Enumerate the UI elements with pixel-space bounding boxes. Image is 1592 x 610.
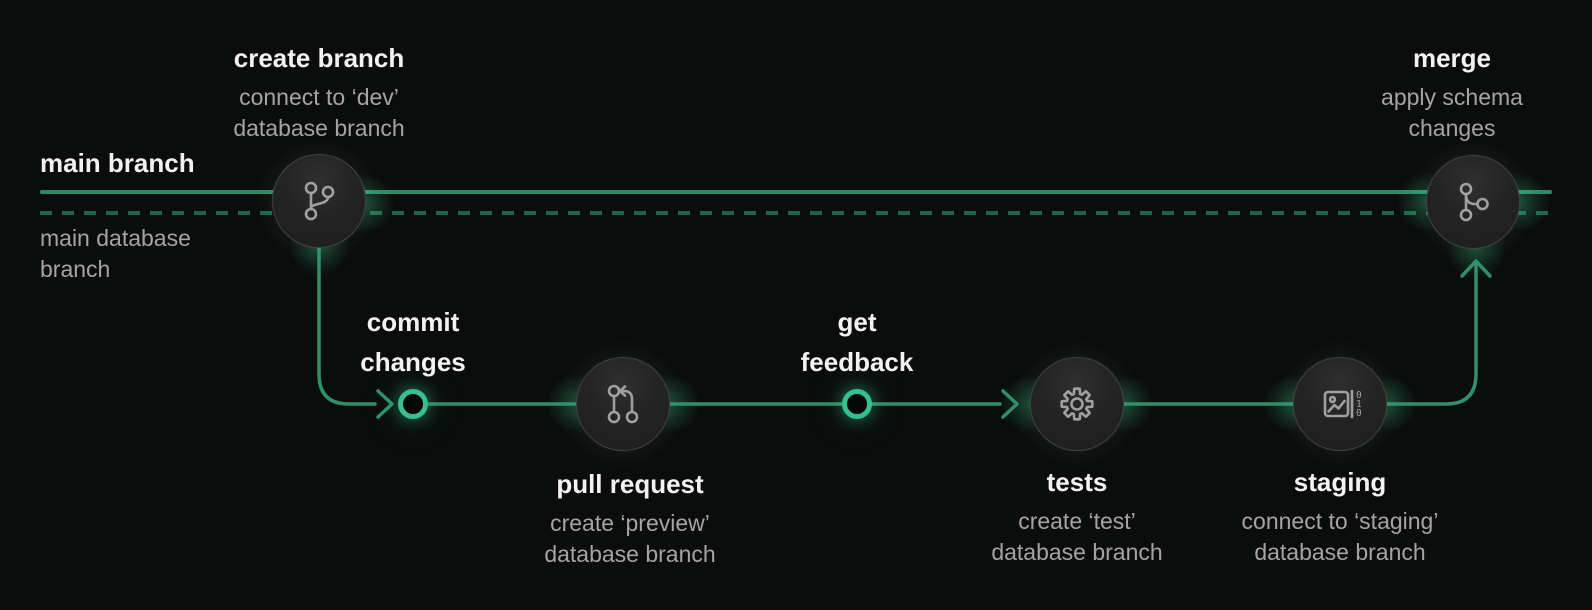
step-subtitle-line2: changes <box>1408 115 1496 141</box>
gear-icon <box>1060 387 1094 421</box>
step-subtitle-line2: database branch <box>544 541 716 567</box>
step-title: staging <box>1293 467 1387 497</box>
branch-up-curve <box>1360 261 1478 406</box>
digit: 0 <box>1356 408 1362 419</box>
arrowhead-right-icon <box>1001 389 1019 419</box>
main-database-label-line1: main database <box>40 225 191 251</box>
step-subtitle-line2: database branch <box>233 115 405 141</box>
data-compare-icon: 0 1 0 <box>1323 389 1362 419</box>
feedback-ring <box>842 389 872 419</box>
main-database-branch-label: main database branch <box>40 223 191 285</box>
tests-node <box>1030 357 1124 451</box>
main-branch-line <box>40 190 1552 194</box>
step-subtitle-line1: connect to ‘staging’ <box>1241 508 1439 534</box>
arrowhead-up-icon <box>1460 259 1492 278</box>
step-title-line1: get <box>837 307 877 337</box>
merge-label-block: merge apply schema changes <box>1332 42 1572 144</box>
step-title: create branch <box>233 43 405 73</box>
staging-label-block: staging connect to ‘staging’ database br… <box>1190 466 1490 568</box>
step-subtitle-line1: apply schema <box>1381 84 1523 110</box>
pull-request-label-block: pull request create ‘preview’ database b… <box>480 468 780 570</box>
step-title-line2: changes <box>360 347 466 377</box>
step-subtitle-line1: connect to ‘dev’ <box>239 84 399 110</box>
merge-node <box>1426 155 1520 249</box>
commit-changes-label-block: commit changes <box>313 306 513 386</box>
step-subtitle-line1: create ‘test’ <box>1018 508 1136 534</box>
step-title-line2: feedback <box>800 347 914 377</box>
step-subtitle-line2: database branch <box>1254 539 1426 565</box>
arrowhead-right-icon <box>376 389 394 419</box>
git-branch-icon <box>304 181 335 221</box>
main-branch-label: main branch <box>40 148 195 178</box>
main-database-label-line2: branch <box>40 256 111 282</box>
step-title: tests <box>1046 467 1108 497</box>
pull-request-node <box>576 357 670 451</box>
staging-node: 0 1 0 <box>1293 357 1387 451</box>
git-pull-request-icon <box>607 384 639 424</box>
step-title: pull request <box>556 469 704 499</box>
step-subtitle-line2: database branch <box>991 539 1163 565</box>
create-branch-node <box>272 154 366 248</box>
step-title-line1: commit <box>366 307 460 337</box>
commit-ring <box>398 389 428 419</box>
git-merge-icon <box>1459 182 1489 222</box>
step-title: merge <box>1412 43 1492 73</box>
get-feedback-label-block: get feedback <box>757 306 957 386</box>
digit: 1 <box>1356 399 1362 410</box>
step-subtitle-line1: create ‘preview’ <box>550 510 710 536</box>
create-branch-label-block: create branch connect to ‘dev’ database … <box>179 42 459 144</box>
main-database-branch-line <box>40 211 1552 215</box>
branch-down-curve <box>317 240 377 406</box>
digit: 0 <box>1356 390 1362 401</box>
tests-label-block: tests create ‘test’ database branch <box>952 466 1202 568</box>
